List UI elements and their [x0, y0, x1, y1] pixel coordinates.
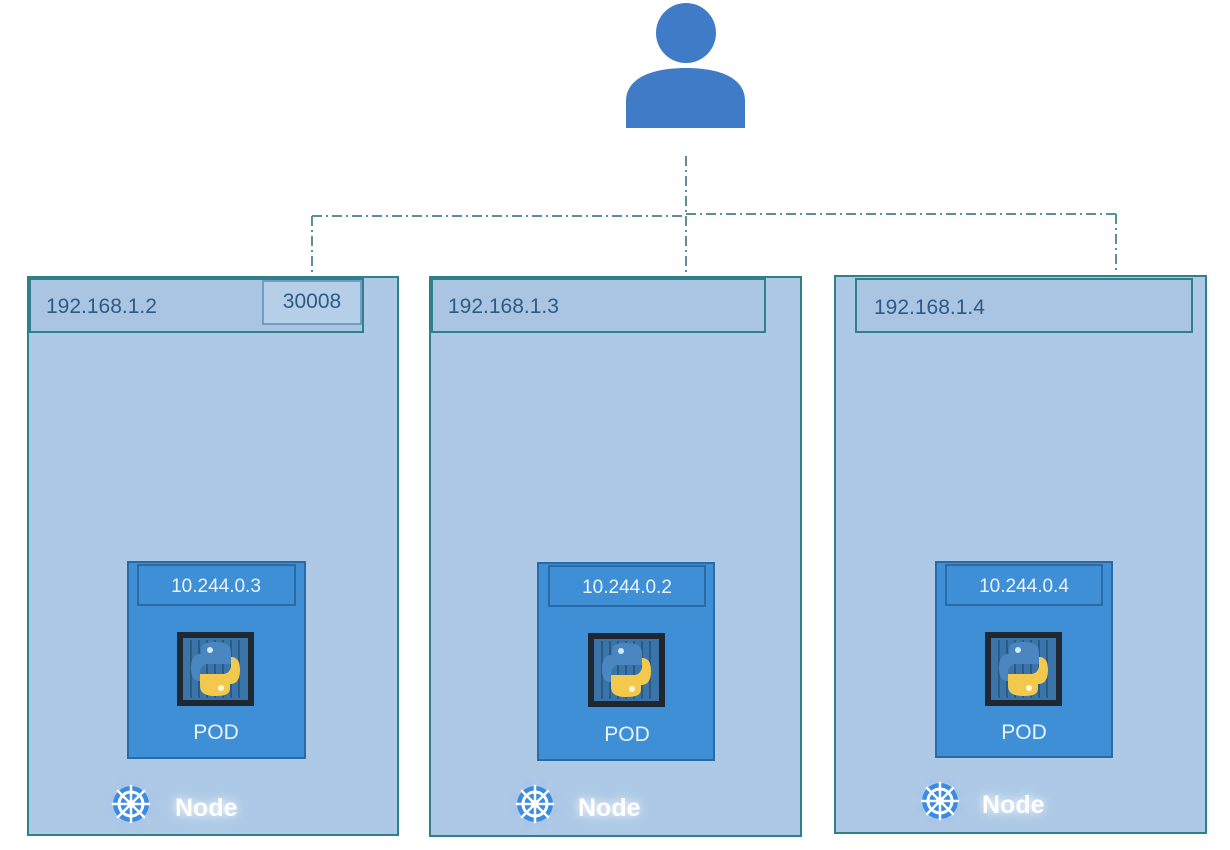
node-ip-bar: [431, 278, 766, 333]
node-port-box: [262, 280, 362, 325]
node-port: 30008: [283, 290, 341, 313]
python-container-icon: [588, 633, 665, 707]
pod-ip-bar: [945, 564, 1103, 606]
pod-label: POD: [1001, 721, 1047, 744]
connection-lines: [311, 156, 1117, 274]
kubernetes-helm-icon: [111, 784, 151, 824]
node-label: Node: [982, 791, 1045, 819]
node-ip: 192.168.1.2: [46, 295, 157, 318]
python-container-icon: [177, 632, 254, 706]
pod-ip: 10.244.0.3: [171, 576, 261, 597]
pod-label: POD: [193, 721, 239, 744]
node-ip: 192.168.1.4: [874, 296, 985, 319]
pod-ip: 10.244.0.2: [582, 577, 672, 598]
node-label: Node: [578, 794, 641, 822]
pod-ip-bar: [548, 565, 706, 607]
node-ip-bar: [855, 278, 1193, 333]
node-3: 192.168.1.4 10.244.0.4 POD Node: [834, 275, 1207, 834]
pod-label: POD: [604, 723, 650, 746]
person-icon: [626, 3, 745, 128]
pod-ip: 10.244.0.4: [979, 576, 1069, 597]
node-label: Node: [175, 794, 238, 822]
node-2: 192.168.1.3 10.244.0.2 POD Node: [429, 276, 802, 837]
node-1: 192.168.1.2 30008 10.244.0.3 POD Node: [27, 276, 399, 836]
python-container-icon: [985, 632, 1062, 706]
node-ip: 192.168.1.3: [448, 295, 559, 318]
kubernetes-helm-icon: [920, 781, 960, 821]
pod-ip-bar: [137, 564, 296, 606]
kubernetes-helm-icon: [515, 784, 555, 824]
